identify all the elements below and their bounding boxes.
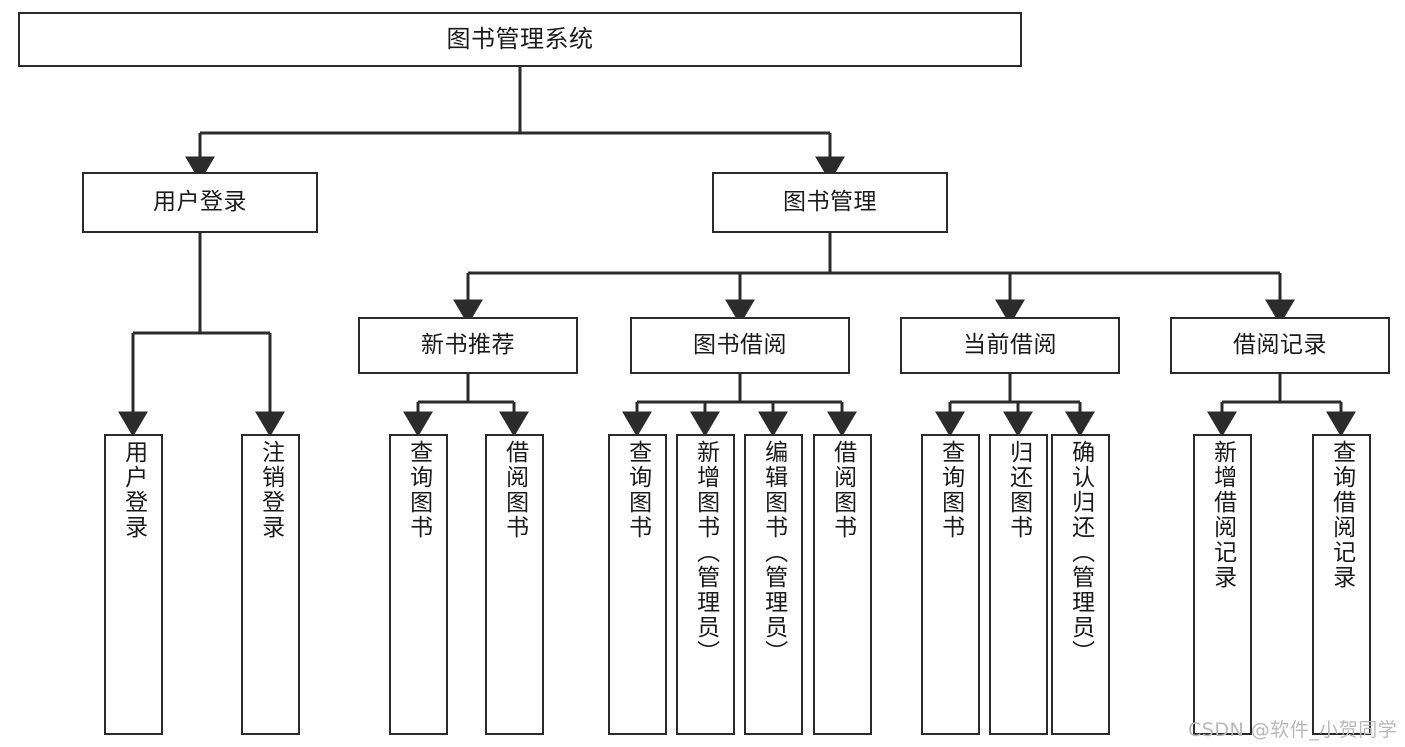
node-book-management[interactable]: 图书管理 <box>712 172 948 233</box>
node-root-system[interactable]: 图书管理系统 <box>18 12 1022 67</box>
node-label: 编辑图书（管理员） <box>760 440 787 665</box>
node-label: 新书推荐 <box>421 331 515 358</box>
node-current-borrow[interactable]: 当前借阅 <box>900 317 1120 374</box>
node-label: 用户登录 <box>153 188 247 215</box>
leaf-borrow-borrow-book[interactable]: 借阅图书 <box>813 434 872 735</box>
node-book-borrow[interactable]: 图书借阅 <box>630 317 850 374</box>
leaf-user-login-logout[interactable]: 注销登录 <box>241 434 300 735</box>
leaf-new-book-query[interactable]: 查询图书 <box>389 434 448 735</box>
node-new-book-recommend[interactable]: 新书推荐 <box>358 317 578 374</box>
leaf-new-book-borrow[interactable]: 借阅图书 <box>485 434 544 735</box>
node-label: 用户登录 <box>120 440 147 540</box>
leaf-borrow-add-book[interactable]: 新增图书（管理员） <box>676 434 735 735</box>
node-label: 查询图书 <box>937 440 964 540</box>
csdn-watermark: CSDN @软件_小贺同学 <box>1188 719 1398 741</box>
node-user-login[interactable]: 用户登录 <box>82 172 318 233</box>
node-label: 查询图书 <box>405 440 432 540</box>
node-label: 归还图书 <box>1005 440 1032 540</box>
node-label: 查询借阅记录 <box>1328 440 1355 590</box>
node-label: 当前借阅 <box>963 331 1057 358</box>
node-label: 图书借阅 <box>693 331 787 358</box>
node-label: 图书管理系统 <box>446 25 594 54</box>
node-borrow-record[interactable]: 借阅记录 <box>1170 317 1390 374</box>
leaf-current-return-book[interactable]: 归还图书 <box>989 434 1048 735</box>
leaf-user-login-login[interactable]: 用户登录 <box>104 434 163 735</box>
leaf-borrow-edit-book[interactable]: 编辑图书（管理员） <box>744 434 803 735</box>
leaf-current-confirm-return[interactable]: 确认归还（管理员） <box>1051 434 1110 735</box>
node-label: 注销登录 <box>257 440 284 540</box>
node-label: 图书管理 <box>783 188 877 215</box>
leaf-record-add[interactable]: 新增借阅记录 <box>1193 434 1252 735</box>
node-label: 新增借阅记录 <box>1209 440 1236 590</box>
node-label: 确认归还（管理员） <box>1067 440 1094 665</box>
node-label: 借阅记录 <box>1233 331 1327 358</box>
leaf-current-query-book[interactable]: 查询图书 <box>921 434 980 735</box>
leaf-record-query[interactable]: 查询借阅记录 <box>1312 434 1371 735</box>
node-label: 借阅图书 <box>501 440 528 540</box>
node-label: 借阅图书 <box>829 440 856 540</box>
leaf-borrow-query-book[interactable]: 查询图书 <box>608 434 667 735</box>
node-label: 查询图书 <box>624 440 651 540</box>
node-label: 新增图书（管理员） <box>692 440 719 665</box>
